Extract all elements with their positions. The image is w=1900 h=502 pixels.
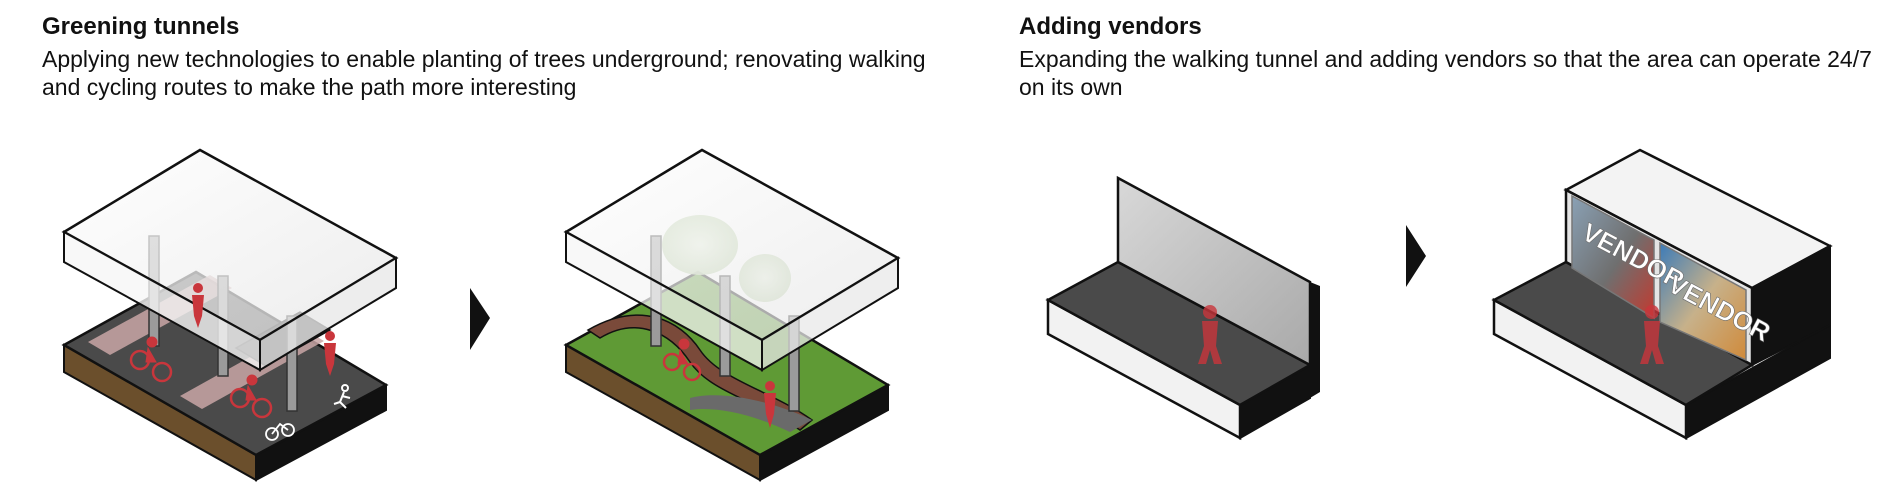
cyclist-icon — [129, 336, 173, 383]
panel-greening-tunnels: Greening tunnels Applying new technologi… — [42, 12, 942, 101]
arrow-right-icon — [470, 288, 490, 350]
ceiling-slab-side — [259, 256, 397, 372]
ceiling-slab-side — [761, 256, 899, 372]
pedestrian-icon — [1198, 305, 1222, 364]
wall-edge — [1310, 282, 1320, 398]
pedestrian-icon — [1640, 305, 1664, 364]
vendor-tunnel-diagram: VENDOR VENDOR — [1491, 148, 1833, 441]
pedestrian-icon — [324, 331, 336, 376]
panel-description: Applying new technologies to enable plan… — [42, 46, 926, 100]
panel-title: Greening tunnels — [42, 13, 240, 40]
panel-description: Expanding the walking tunnel and adding … — [1019, 46, 1872, 100]
greened-tunnel-diagram — [563, 148, 901, 482]
pedestrian-icon — [333, 384, 351, 409]
pedestrian-icon — [192, 283, 204, 328]
pedestrian-icon — [764, 381, 776, 428]
vendor-window — [1659, 241, 1747, 362]
walkway — [690, 395, 812, 432]
walking-tunnel-diagram — [1045, 175, 1320, 441]
existing-tunnel-diagram — [61, 148, 399, 482]
cyclist-icon — [662, 338, 702, 382]
panel-title: Adding vendors — [1019, 13, 1202, 40]
slab-side-dark — [1685, 323, 1831, 440]
cyclist-icon — [229, 374, 273, 419]
panel-adding-vendors: Adding vendors Expanding the walking tun… — [1019, 12, 1899, 101]
arrow-right-icon — [1406, 225, 1426, 287]
cyclist-icon — [265, 422, 295, 441]
